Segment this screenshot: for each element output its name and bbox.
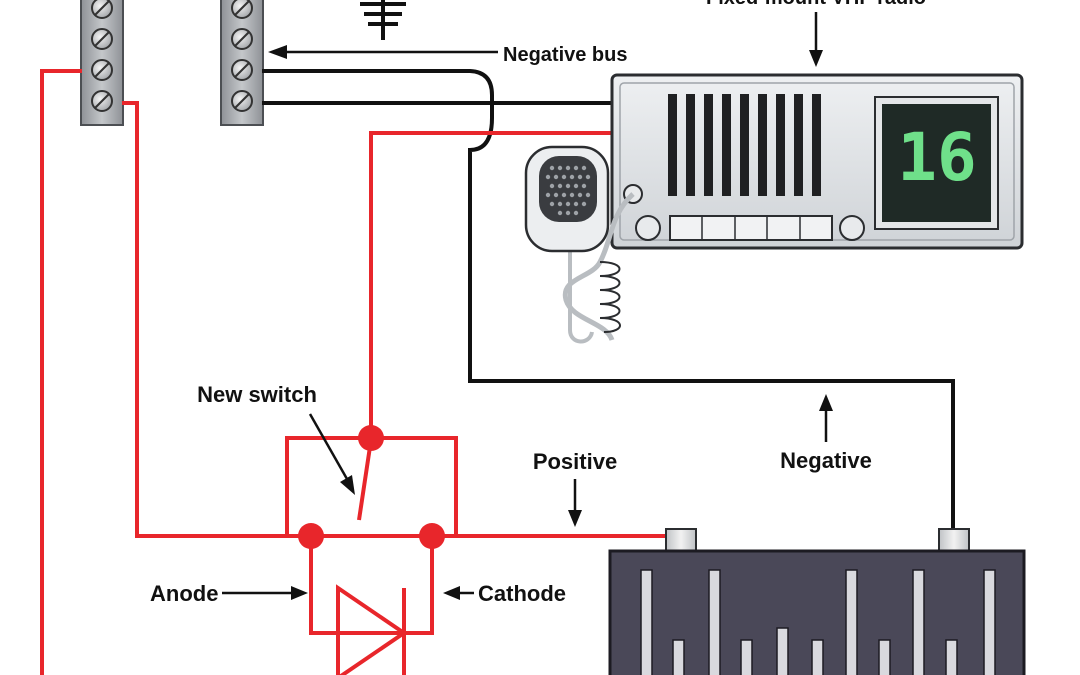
radio-button-row <box>669 215 833 241</box>
new-switch-callout-arrow <box>308 413 355 495</box>
positive-wires <box>40 69 680 675</box>
bus-screw-icon <box>231 0 253 112</box>
channel-display <box>882 104 991 222</box>
microphone-icon <box>524 145 635 344</box>
volume-knob-icon <box>635 215 661 241</box>
radio-label: Fixed-mount VHF radio <box>706 0 926 9</box>
channel-readout: 16 <box>897 119 976 196</box>
positive-battery-post <box>665 528 697 554</box>
speaker-grille <box>668 94 821 196</box>
battery-plates <box>640 569 996 675</box>
negative-battery-post <box>938 528 970 554</box>
positive-label: Positive <box>533 449 617 474</box>
positive-callout-arrow <box>568 479 582 527</box>
diode-icon <box>336 584 408 675</box>
squelch-knob-icon <box>839 215 865 241</box>
cathode-label: Cathode <box>478 581 566 606</box>
anode-label: Anode <box>150 581 218 606</box>
negative-wires <box>262 69 955 530</box>
negative-bus-bar <box>220 0 264 126</box>
switch-terminal <box>358 425 384 451</box>
new-switch <box>298 425 445 549</box>
ground-symbol-icon <box>360 0 406 40</box>
vhf-radio: 16 <box>610 73 1024 250</box>
callout-arrows <box>222 12 833 600</box>
bus-screw-icon <box>91 0 113 112</box>
negative-bus-label: Negative bus <box>503 44 627 66</box>
anode-callout-arrow <box>222 586 308 600</box>
negative-label: Negative <box>780 448 872 473</box>
cathode-junction <box>419 523 445 549</box>
anode-junction <box>298 523 324 549</box>
negative-callout-arrow <box>819 394 833 442</box>
radio-callout-arrow <box>809 12 823 67</box>
negative-bus-callout-arrow <box>268 45 498 59</box>
cathode-callout-arrow <box>443 586 474 600</box>
positive-bus-bar <box>80 0 124 126</box>
battery <box>608 528 1026 675</box>
new-switch-label: New switch <box>197 382 317 407</box>
